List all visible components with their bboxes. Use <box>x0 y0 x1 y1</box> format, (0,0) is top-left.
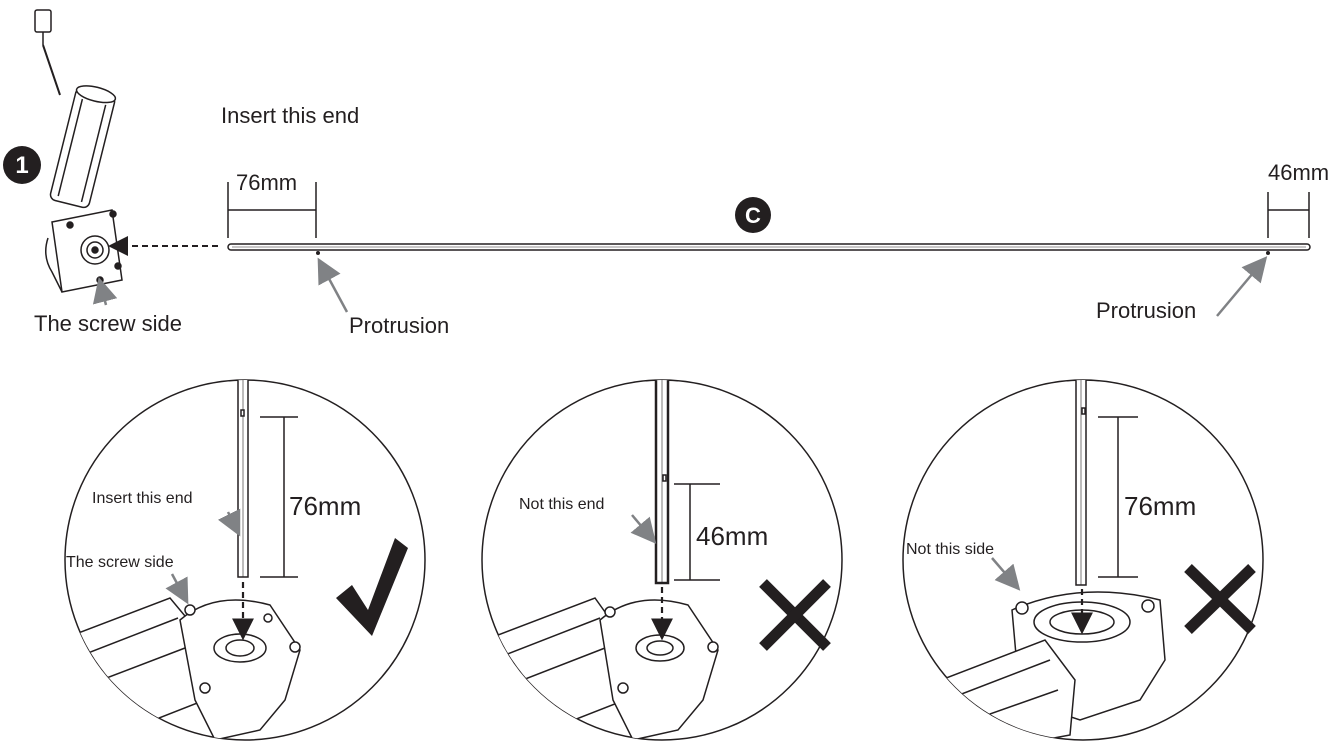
insert-this-end-label: Insert this end <box>221 103 359 128</box>
step-number: 1 <box>15 152 28 179</box>
left-dimension-bracket <box>227 182 317 238</box>
right-dimension-bracket <box>1267 192 1310 238</box>
part-c-badge: C <box>735 197 771 233</box>
right-dimension-label: 46mm <box>1268 160 1329 185</box>
panel1-end-label: Insert this end <box>92 490 193 507</box>
protrusion-left-arrow <box>317 257 349 313</box>
part-letter: C <box>745 203 761 228</box>
panel2-dimension-label: 46mm <box>696 521 768 551</box>
check-mark-icon <box>336 538 408 636</box>
left-dimension-label: 76mm <box>236 170 297 195</box>
panel3-dimension-label: 76mm <box>1124 491 1196 521</box>
panel3-dimension-bracket <box>1098 416 1138 578</box>
panel1-end-arrow <box>217 508 241 537</box>
panel-wrong-side: 76mm Not this side <box>902 379 1264 741</box>
screw-side-label: The screw side <box>34 311 182 336</box>
rod-c <box>227 243 1311 255</box>
motor-illustration <box>34 9 123 293</box>
protrusion-right-label: Protrusion <box>1096 298 1196 323</box>
protrusion-left-label: Protrusion <box>349 313 449 338</box>
panel-correct: 76mm Insert this end The screw side <box>64 379 426 741</box>
panel-wrong-end: 46mm Not this end <box>481 379 843 741</box>
protrusion-left-mark <box>316 251 320 255</box>
panel1-side-arrow <box>165 573 189 605</box>
panel1-dimension-bracket <box>260 416 298 578</box>
screw-side-arrow <box>92 277 118 306</box>
panel2-dimension-bracket <box>674 483 720 581</box>
panel3-side-arrow <box>991 557 1021 591</box>
panel3-side-label: Not this side <box>906 541 994 558</box>
cross-mark-icon <box>759 579 831 651</box>
cross-mark-icon <box>1184 564 1256 634</box>
protrusion-right-mark <box>1266 251 1270 255</box>
protrusion-right-arrow <box>1216 256 1268 317</box>
panel2-end-label: Not this end <box>519 496 604 513</box>
step-number-badge: 1 <box>3 146 41 184</box>
panel1-side-label: The screw side <box>66 554 174 571</box>
panel1-dimension-label: 76mm <box>289 491 361 521</box>
panel2-end-arrow <box>630 514 657 544</box>
